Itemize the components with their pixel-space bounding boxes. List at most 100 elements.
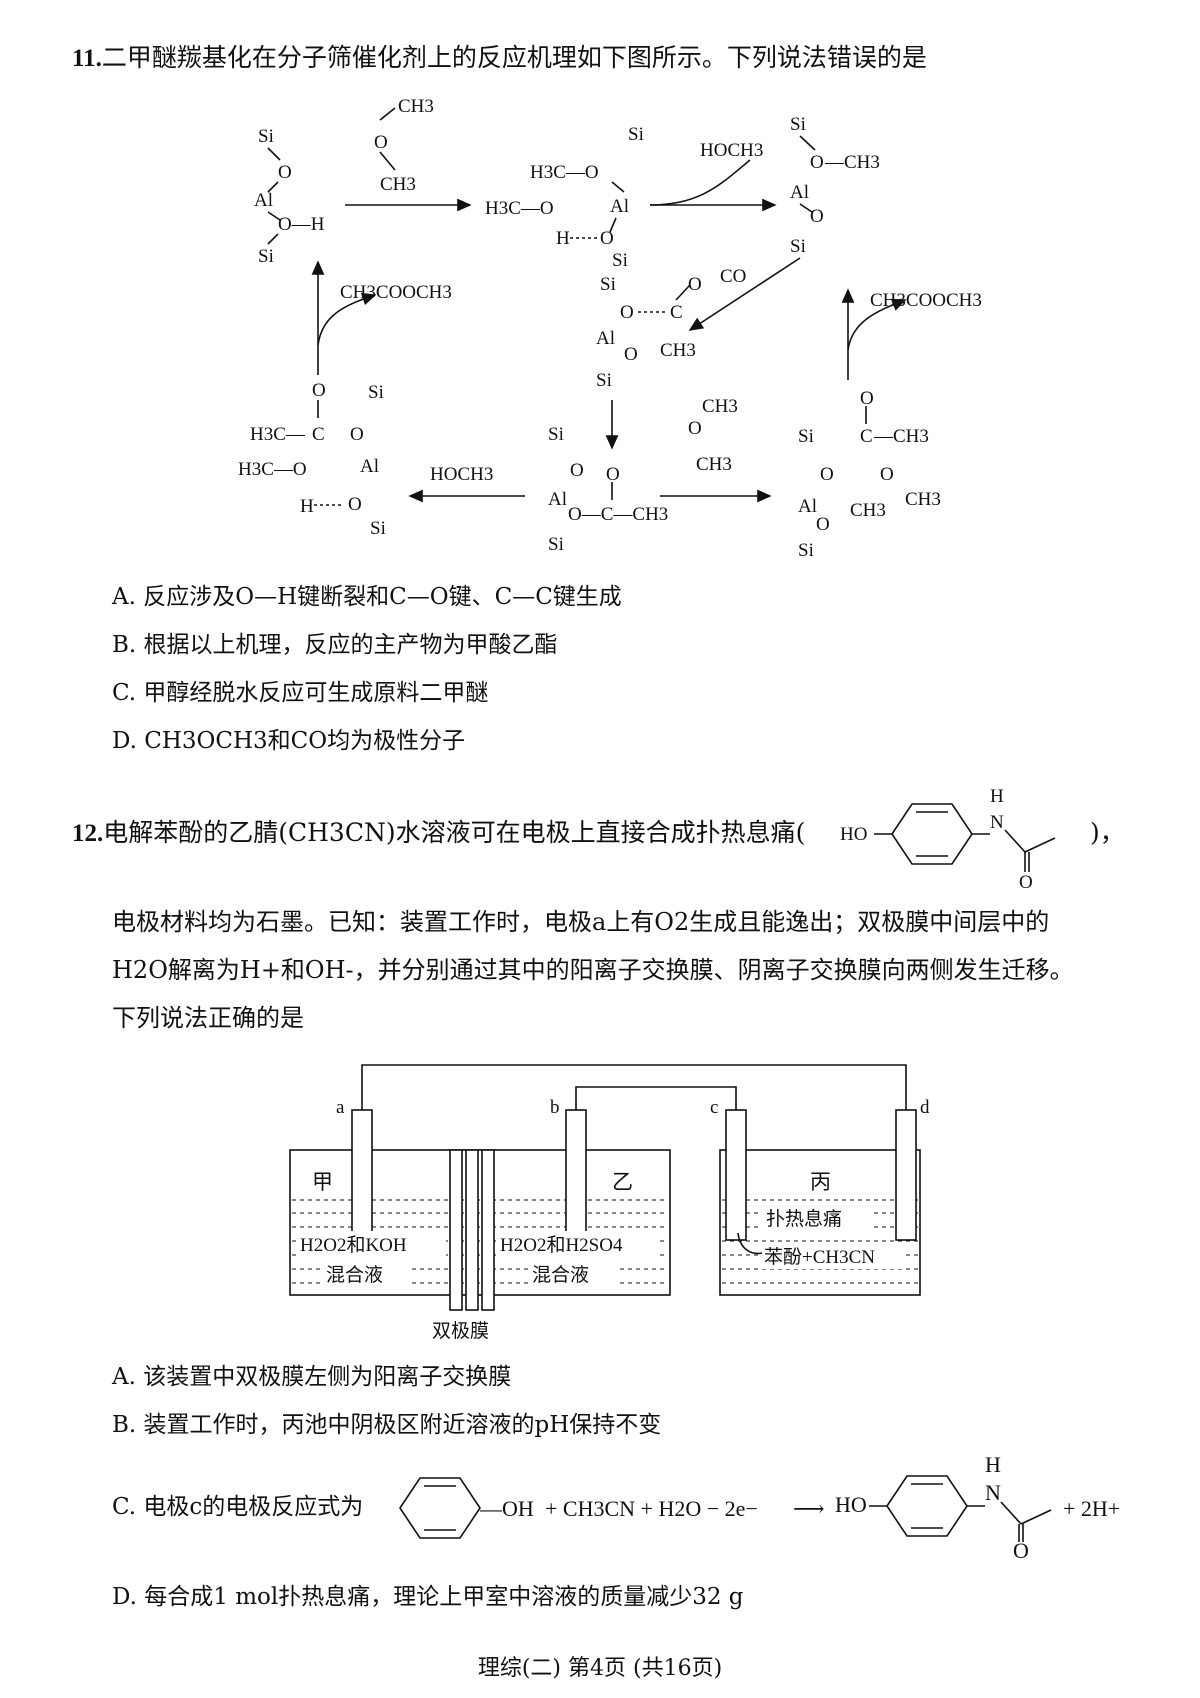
electrode-a [351, 1109, 373, 1241]
svg-text:H2O2和KOH: H2O2和KOH [300, 1234, 407, 1256]
svg-text:HO: HO [840, 824, 867, 845]
paracetamol-structure: HO N H O [840, 786, 1056, 890]
svg-text:O: O [1013, 1538, 1029, 1560]
svg-text:C: C [670, 302, 683, 323]
q12-option-a[interactable]: A. 该装置中双极膜左侧为阳离子交换膜 [112, 1364, 512, 1390]
svg-text:d: d [920, 1097, 930, 1118]
svg-text:Si: Si [548, 424, 564, 445]
svg-text:C: C [312, 424, 325, 445]
svg-text:Si: Si [790, 114, 806, 135]
electrolysis-apparatus: a b c d 甲 乙 丙 H2O2和KOH 混合液 H2O2和H2SO4 混合… [289, 1064, 930, 1342]
species-ester-adduct: Si O C —CH3 O O CH3 CH3 Al O Si [798, 388, 941, 560]
svg-text:H3C—: H3C— [250, 424, 306, 445]
svg-text:O—H: O—H [278, 214, 325, 235]
hoch3-label-2: HOCH3 [430, 464, 493, 485]
svg-text:O: O [312, 380, 326, 401]
svg-text:Al: Al [610, 196, 629, 217]
svg-text:O: O [350, 424, 364, 445]
page-footer: 理综(二) 第4页 (共16页) [477, 1656, 723, 1681]
svg-text:b: b [550, 1097, 560, 1118]
svg-text:CH3: CH3 [850, 500, 886, 521]
q11-stem: 11.二甲醚羰基化在分子筛催化剂上的反应机理如下图所示。下列说法错误的是 [72, 40, 927, 77]
svg-text:H: H [990, 786, 1004, 807]
q11-option-d[interactable]: D. CH3OCH3和CO均为极性分子 [112, 728, 466, 754]
co-label: CO [720, 266, 746, 287]
arrow-co [688, 257, 801, 331]
svg-text:混合液: 混合液 [326, 1264, 383, 1286]
q11-option-a[interactable]: A. 反应涉及O—H键断裂和C—O键、C—C键生成 [112, 584, 622, 610]
svg-text:O: O [374, 132, 388, 153]
electrode-d [895, 1109, 917, 1241]
svg-text:HO: HO [835, 1492, 867, 1517]
species-acetyl: Si O Al O—C—CH3 O Si [548, 424, 668, 555]
svg-text:H: H [985, 1452, 1001, 1477]
hoch3-label-1: HOCH3 [700, 140, 763, 161]
svg-text:Si: Si [548, 534, 564, 555]
svg-text:Si: Si [612, 250, 628, 271]
svg-text:Al: Al [254, 190, 273, 211]
svg-text:Al: Al [596, 328, 615, 349]
svg-text:乙: 乙 [612, 1170, 633, 1194]
option-c-equation: —OH + CH3CN + H2O − 2e− ⟶ HO N H O + 2H+ [399, 1452, 1120, 1560]
species-methoxy: Si O —CH3 Al O Si [790, 114, 880, 257]
svg-text:O: O [688, 274, 702, 295]
svg-text:O: O [600, 228, 614, 249]
svg-text:a: a [336, 1097, 345, 1118]
electrode-b [565, 1109, 587, 1241]
q12-stem-line1-end: )， [1090, 818, 1125, 847]
svg-text:H: H [300, 496, 314, 517]
svg-text:Si: Si [790, 236, 806, 257]
svg-text:CH3: CH3 [696, 454, 732, 475]
svg-text:O: O [880, 464, 894, 485]
dme-reagent-1: CH3 O CH3 [374, 96, 434, 195]
tank-right [719, 1149, 921, 1296]
svg-text:O: O [348, 494, 362, 515]
svg-text:甲: 甲 [312, 1170, 333, 1194]
species-co-insertion: Si O C O Al O CH3 Si [596, 274, 702, 391]
svg-text:Si: Si [258, 246, 274, 267]
wire-a-d [361, 1064, 907, 1110]
q11-option-c[interactable]: C. 甲醇经脱水反应可生成原料二甲醚 [112, 680, 489, 706]
svg-text:CH3: CH3 [702, 396, 738, 417]
electrode-c [725, 1109, 747, 1241]
svg-text:混合液: 混合液 [532, 1264, 589, 1286]
svg-text:Al: Al [798, 496, 817, 517]
svg-text:CH3: CH3 [905, 489, 941, 510]
svg-text:H2O2和H2SO4: H2O2和H2SO4 [500, 1234, 623, 1256]
svg-text:O: O [624, 344, 638, 365]
svg-text:H3C—O: H3C—O [485, 198, 554, 219]
svg-text:O: O [820, 464, 834, 485]
svg-text:O: O [810, 152, 824, 173]
svg-text:⟶: ⟶ [793, 1496, 825, 1521]
q12-number: 12. [72, 820, 104, 847]
svg-text:C: C [860, 426, 873, 447]
svg-text:H3C—O: H3C—O [238, 459, 307, 480]
product-arrow [737, 1232, 763, 1255]
svg-text:H3C—O: H3C—O [530, 162, 599, 183]
svg-text:+ 2H+: + 2H+ [1063, 1496, 1120, 1521]
dme-reagent-2: CH3 O CH3 [688, 396, 738, 475]
q12-stem-line2: 电极材料均为石墨。已知：装置工作时，电极a上有O2生成且能逸出；双极膜中间层中的 [112, 908, 1050, 936]
q12-stem-line4: 下列说法正确的是 [112, 1004, 304, 1032]
svg-text:丙: 丙 [810, 1170, 831, 1194]
q11-number: 11. [72, 45, 102, 72]
svg-text:O: O [816, 514, 830, 535]
q12-option-d[interactable]: D. 每合成1 mol扑热息痛，理论上甲室中溶液的质量减少32 g [112, 1584, 744, 1610]
svg-text:Al: Al [548, 489, 567, 510]
svg-text:c: c [710, 1097, 718, 1118]
q12-option-b[interactable]: B. 装置工作时，丙池中阴极区附近溶液的pH保持不变 [112, 1412, 662, 1438]
svg-text:扑热息痛: 扑热息痛 [766, 1208, 842, 1230]
svg-text:O—C—CH3: O—C—CH3 [568, 504, 668, 525]
svg-text:Al: Al [360, 456, 379, 477]
q11-option-b[interactable]: B. 根据以上机理，反应的主产物为甲酸乙酯 [112, 632, 558, 658]
svg-text:O: O [810, 206, 824, 227]
svg-text:Si: Si [258, 126, 274, 147]
svg-text:H: H [556, 228, 570, 249]
svg-text:Si: Si [798, 540, 814, 560]
svg-text:O: O [688, 418, 702, 439]
svg-text:Si: Si [368, 382, 384, 403]
q12-option-c[interactable]: C. 电极c的电极反应式为 [112, 1494, 364, 1520]
svg-text:CH3: CH3 [380, 174, 416, 195]
species-catalyst-oh: Si O Al O—H Si [254, 126, 325, 267]
svg-text:O: O [1019, 872, 1033, 890]
